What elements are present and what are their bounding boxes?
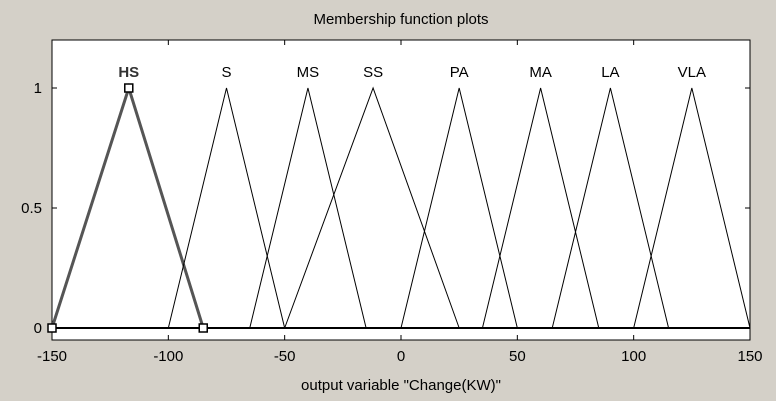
mf-label-ms[interactable]: MS — [297, 64, 320, 81]
mf-line-la[interactable] — [551, 87, 670, 329]
x-tick-label: 100 — [621, 348, 646, 365]
x-tick-label: -150 — [37, 348, 67, 365]
x-tick-label: 0 — [397, 348, 405, 365]
y-tick-label: 1 — [34, 80, 42, 97]
membership-function-lines — [50, 83, 751, 329]
x-tick-label: -100 — [153, 348, 183, 365]
selected-mf-handles — [47, 83, 208, 333]
mf-line-ms[interactable] — [249, 87, 367, 329]
mf-label-la[interactable]: LA — [601, 64, 619, 81]
mf-label-pa[interactable]: PA — [450, 64, 469, 81]
mf-vertex-handle[interactable] — [47, 323, 57, 333]
x-tick-label: 150 — [737, 348, 762, 365]
chart-title: Membership function plots — [313, 11, 488, 28]
y-tick-label: 0 — [34, 320, 42, 337]
mf-label-ss[interactable]: SS — [363, 64, 383, 81]
mf-label-hs[interactable]: HS — [118, 64, 139, 81]
mf-vertex-handle[interactable] — [198, 323, 208, 333]
mf-line-s[interactable] — [167, 87, 286, 329]
x-axis-label: output variable "Change(KW)" — [301, 377, 501, 394]
mf-label-s[interactable]: S — [221, 64, 231, 81]
mf-label-ma[interactable]: MA — [529, 64, 552, 81]
mf-label-vla[interactable]: VLA — [678, 64, 706, 81]
membership-function-labels: HS S MS SS PA MA LA VLA — [118, 64, 706, 81]
axis-ticks: -150 -100 -50 0 50 100 150 0 0.5 1 — [21, 40, 763, 365]
y-tick-label: 0.5 — [21, 200, 42, 217]
mf-line-ss[interactable] — [284, 86, 460, 329]
x-tick-label: 50 — [509, 348, 526, 365]
mf-line-vla[interactable] — [633, 87, 751, 329]
mf-vertex-handle[interactable] — [124, 83, 134, 93]
plot-area[interactable] — [51, 39, 751, 341]
mf-line-pa[interactable] — [400, 87, 518, 329]
x-tick-label: -50 — [274, 348, 296, 365]
mf-line-ma[interactable] — [481, 87, 600, 329]
